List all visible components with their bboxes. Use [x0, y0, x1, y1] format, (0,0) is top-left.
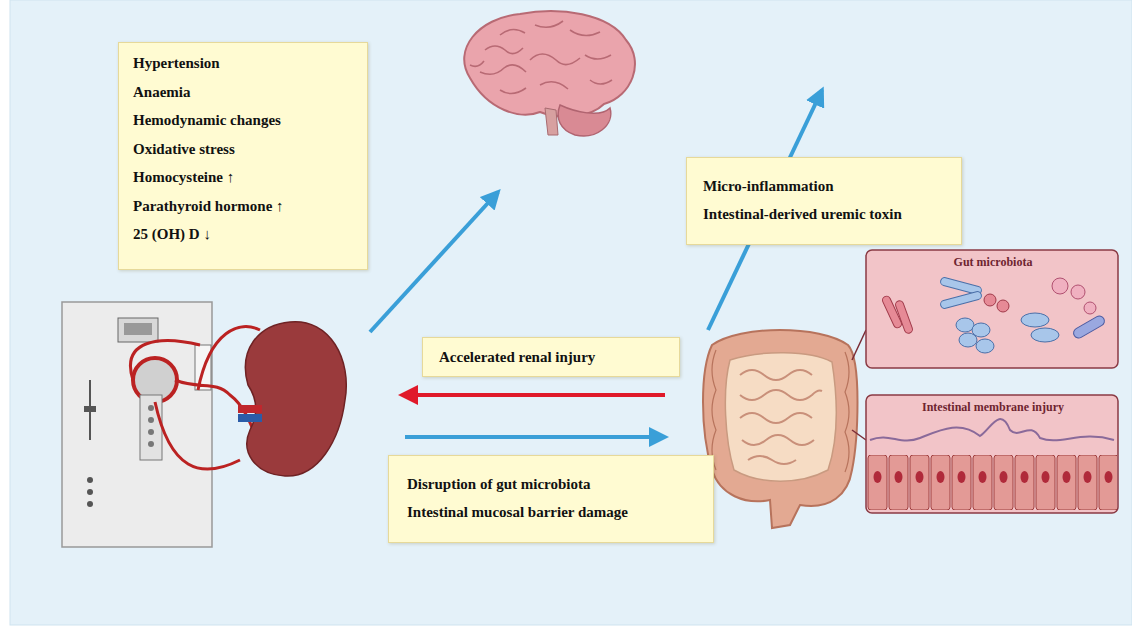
arrow: [370, 192, 498, 332]
brain: [464, 11, 635, 136]
factor-text: Accelerated renal injury: [439, 347, 663, 367]
factor-text: Micro-inflammation: [703, 176, 945, 196]
factor-text: Parathyroid hormone ↑: [133, 196, 353, 216]
arrow: [402, 393, 665, 397]
factor-box: Micro-inflammationIntestinal-derived ure…: [686, 157, 962, 245]
factor-text: Hemodynamic changes: [133, 110, 353, 130]
factor-text: 25 (OH) D ↓: [133, 224, 353, 244]
factor-box: Disruption of gut microbiotaIntestinal m…: [388, 455, 714, 543]
kidney: [238, 322, 346, 476]
factor-text: Hypertension: [133, 53, 353, 73]
dialysis-machine: [62, 302, 262, 547]
panel-title: Gut microbiota: [870, 255, 1116, 270]
factor-text: Disruption of gut microbiota: [407, 474, 695, 494]
intestine: [703, 330, 866, 528]
panel-heading: Gut microbiota: [866, 253, 1120, 273]
factor-box: HypertensionAnaemiaHemodynamic changesOx…: [118, 42, 368, 270]
membrane-panel: [866, 395, 1118, 513]
factor-text: Homocysteine ↑: [133, 167, 353, 187]
arrow: [405, 435, 665, 439]
factor-text: Anaemia: [133, 82, 353, 102]
factor-text: Intestinal-derived uremic toxin: [703, 204, 945, 224]
factor-text: Intestinal mucosal barrier damage: [407, 502, 695, 522]
factor-text: Oxidative stress: [133, 139, 353, 159]
panel-title: Intestinal membrane injury: [870, 400, 1116, 415]
microbiota-panel: [866, 250, 1118, 368]
panel-heading: Intestinal membrane injury: [866, 398, 1120, 418]
label-box: Accelerated renal injury: [422, 337, 680, 377]
